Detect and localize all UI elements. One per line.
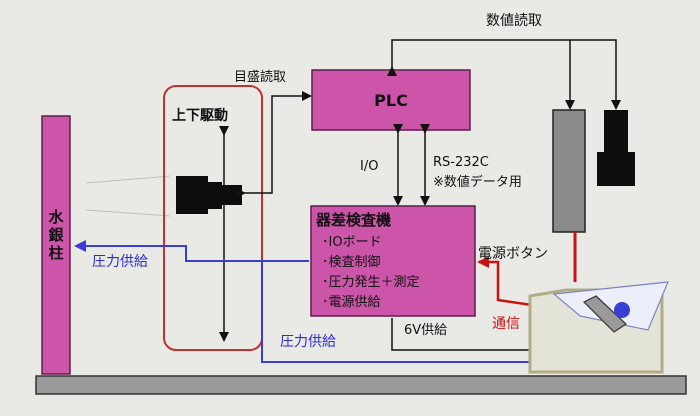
tester-item-pressure: ･圧力発生＋測定 (322, 275, 420, 290)
mercury-column-label-2: 銀 (48, 226, 63, 244)
value-read-label: 数値読取 (486, 12, 542, 29)
scale-read-connector (236, 91, 312, 198)
sight-line-lower (85, 209, 171, 217)
power-button-label: 電源ボタン (478, 246, 548, 262)
tester-title: 器差検査機 (315, 211, 391, 229)
mercury-column-label-1: 水 (48, 208, 64, 226)
six-v-label: 6V供給 (404, 323, 447, 338)
tester-box (310, 205, 476, 317)
mercury-column-label-3: 柱 (48, 244, 63, 262)
camera-right-icon (597, 110, 635, 186)
tester-item-power-supply: ･電源供給 (322, 295, 381, 310)
io-label: I/O (360, 159, 378, 174)
comm-label: 通信 (492, 316, 520, 332)
sensor-left-icon (552, 109, 586, 282)
pressure-supply-left-line (74, 240, 309, 262)
tester-item-inspection-control: ･検査制御 (322, 255, 381, 270)
gauge-pressure-port (614, 302, 630, 318)
scale-read-label: 目盛読取 (234, 69, 286, 85)
gauge-outline (552, 281, 669, 331)
value-read-connector (387, 39, 621, 110)
updown-drive-frame (163, 85, 263, 351)
mercury-column (41, 115, 71, 375)
base-platform (35, 375, 687, 395)
rs232c-label: RS-232C (433, 155, 489, 170)
camera-icon (176, 176, 242, 214)
sight-line-upper (85, 175, 171, 184)
plc-label: PLC (374, 91, 408, 110)
tester-item-io-board: ･IOボード (322, 235, 382, 250)
updown-drive-label: 上下駆動 (172, 107, 228, 124)
pressure-supply-bottom-label: 圧力供給 (280, 334, 336, 350)
gauge-probe (582, 295, 627, 333)
rs232c-note: ※数値データ用 (433, 174, 522, 190)
pressure-supply-left-label: 圧力供給 (92, 254, 148, 270)
